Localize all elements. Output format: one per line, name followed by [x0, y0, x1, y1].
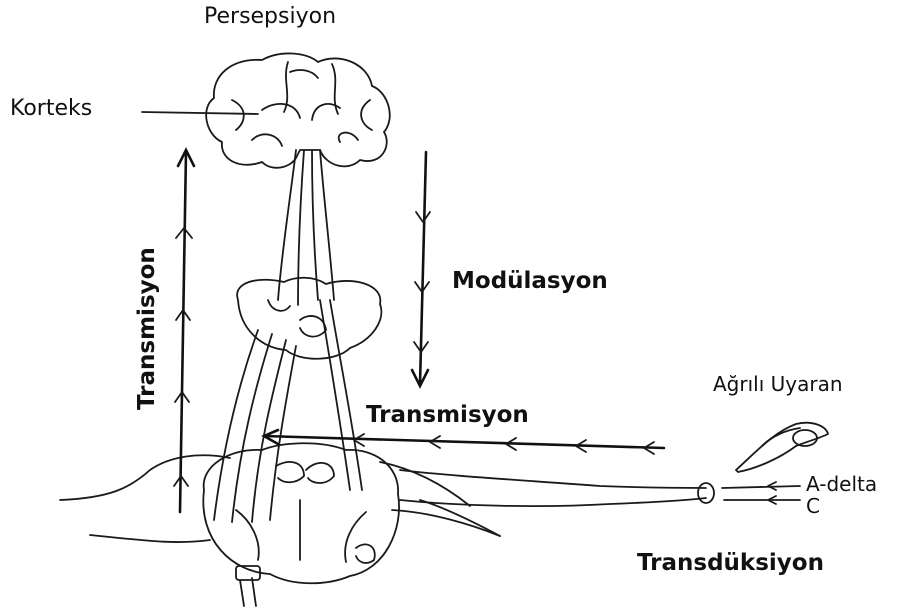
medulla-section — [237, 278, 381, 359]
c-fiber-label: C — [806, 494, 820, 518]
cortex-pointer-line — [142, 112, 258, 114]
horizontal-arrow — [264, 430, 664, 454]
a-delta-label: A-delta — [806, 472, 877, 496]
brain-drawing — [206, 53, 390, 167]
transduction-label: Transdüksiyon — [637, 550, 824, 576]
peripheral-nerve — [60, 455, 714, 606]
stimulus-hand — [736, 423, 828, 472]
cortex-label: Korteks — [10, 96, 92, 121]
ascending-tract — [214, 300, 362, 522]
modulation-label: Modülasyon — [452, 268, 608, 294]
transmission-horizontal-label: Transmisyon — [366, 402, 529, 428]
transmission-vertical-label: Transmisyon — [134, 247, 160, 410]
fiber-arrows — [722, 482, 800, 504]
descending-arrow — [412, 152, 430, 386]
perception-label: Persepsiyon — [204, 4, 336, 29]
painful-stimulus-label: Ağrılı Uyaran — [713, 372, 843, 396]
